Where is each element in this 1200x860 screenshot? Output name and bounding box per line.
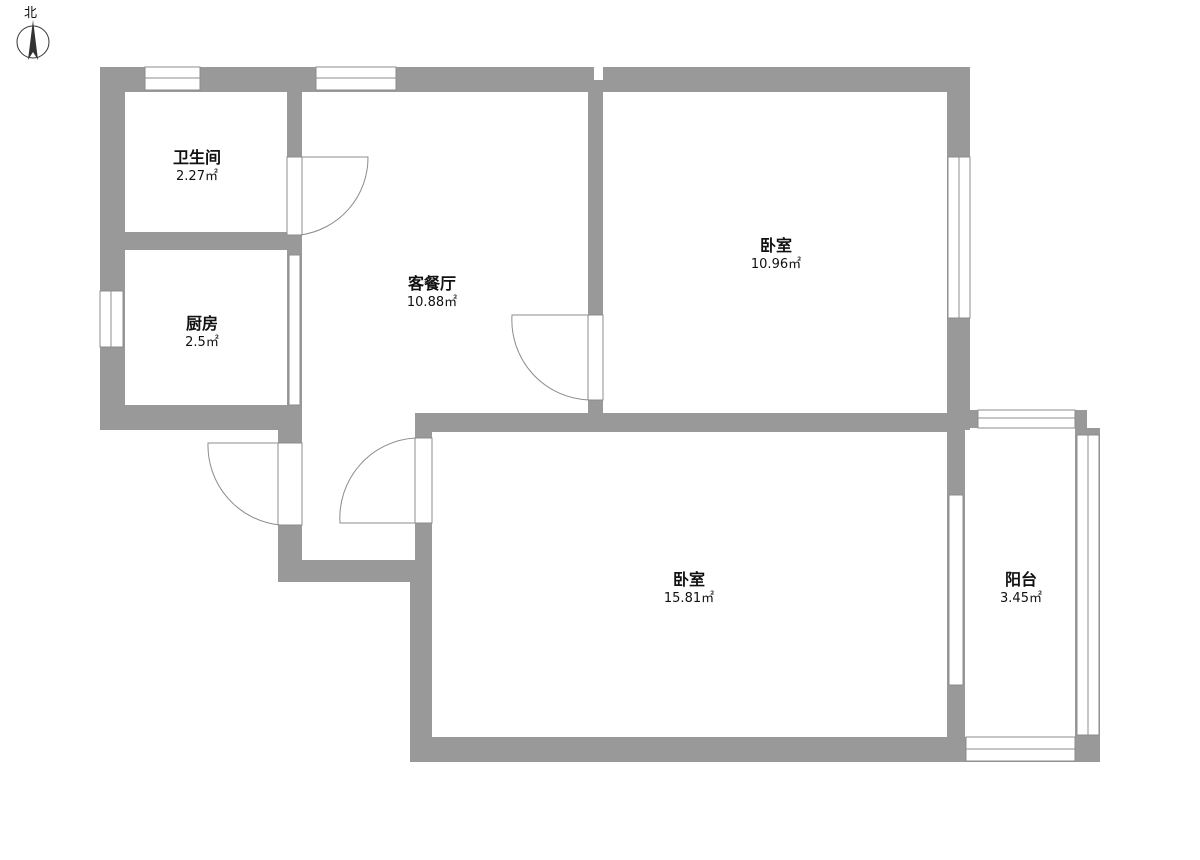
room-area: 3.45㎡ — [1000, 591, 1042, 606]
room-name: 卫生间 — [172, 148, 222, 167]
north-arrow-icon — [16, 20, 50, 60]
room-name: 客餐厅 — [407, 274, 456, 293]
room-balcony: 阳台 3.45㎡ — [1000, 570, 1042, 608]
doors — [207, 156, 604, 526]
room-name: 厨房 — [185, 314, 218, 333]
room-name: 阳台 — [1004, 570, 1038, 589]
room-bedroom-1: 卧室 10.96㎡ — [751, 236, 801, 274]
room-living-dining: 客餐厅 10.88㎡ — [407, 274, 457, 312]
room-area: 10.96㎡ — [750, 257, 802, 272]
room-bathroom: 卫生间 2.27㎡ — [173, 148, 221, 186]
room-area: 2.27㎡ — [176, 169, 218, 184]
room-area: 10.88㎡ — [406, 295, 458, 310]
room-name: 卧室 — [672, 570, 705, 589]
room-name: 卧室 — [759, 236, 792, 255]
north-label: 北 — [24, 6, 38, 21]
windows — [99, 66, 1100, 762]
room-area: 2.5㎡ — [185, 335, 219, 350]
room-bedroom-2: 卧室 15.81㎡ — [664, 570, 714, 608]
room-area: 15.81㎡ — [663, 591, 715, 606]
room-kitchen: 厨房 2.5㎡ — [185, 314, 219, 352]
